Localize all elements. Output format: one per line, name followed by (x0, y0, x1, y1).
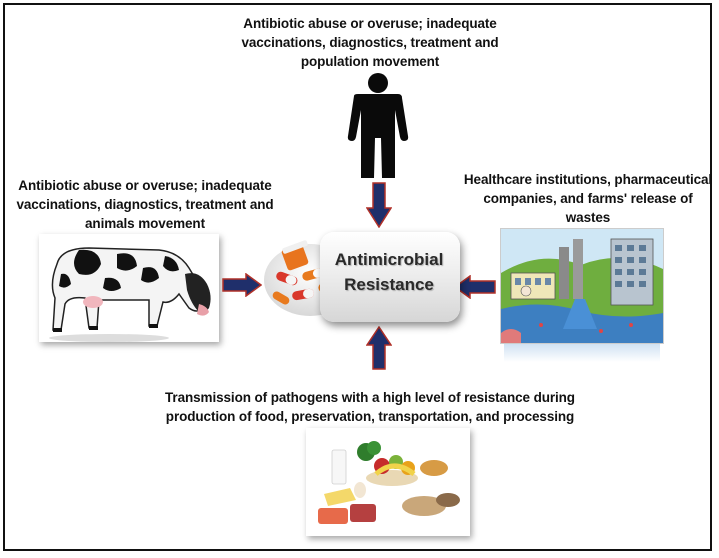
arrow-icon-top (366, 182, 392, 228)
food-factors-text: Transmission of pathogens with a high le… (165, 390, 575, 424)
arrow-icon-bottom (366, 326, 392, 370)
amr-label-line2: Resistance (344, 275, 434, 294)
amr-label-line1: Antimicrobial (334, 250, 444, 269)
amr-label: Antimicrobial Resistance (330, 247, 448, 297)
food-icon (306, 428, 470, 536)
factory-reflection (504, 344, 660, 362)
diagram-frame (3, 3, 712, 551)
person-icon (347, 73, 409, 178)
cow-icon (39, 234, 219, 342)
animal-factors-text: Antibiotic abuse or overuse; inadequate … (16, 178, 274, 231)
arrow-icon-right (454, 275, 496, 299)
human-factors-text: Antibiotic abuse or overuse; inadequate … (241, 16, 499, 69)
industry-factors-text: Healthcare institutions, pharmaceutical … (463, 172, 713, 225)
arrow-icon-left (222, 273, 262, 297)
factory-icon (500, 228, 664, 344)
amr-center-box (320, 232, 460, 322)
